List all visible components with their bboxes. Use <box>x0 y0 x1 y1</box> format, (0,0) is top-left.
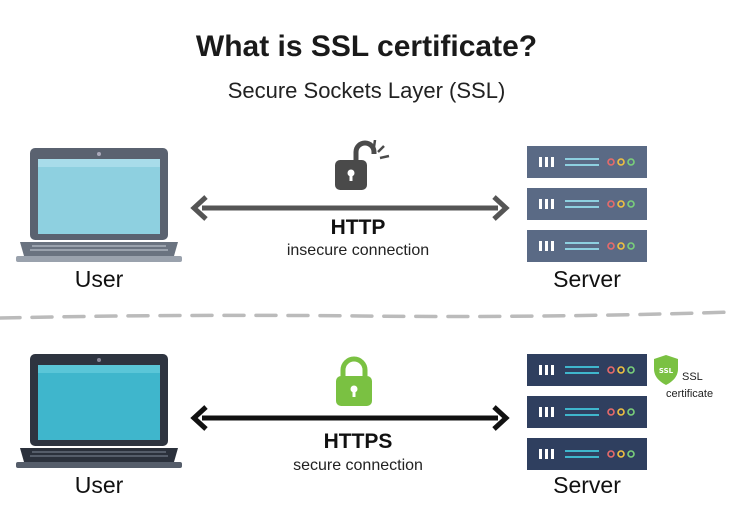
ssl-shield-icon: SSL <box>654 355 678 385</box>
section-divider <box>0 310 733 320</box>
locked-padlock-icon <box>336 356 372 406</box>
https-protocol-label: HTTPS <box>323 430 393 453</box>
insecure-connection-label: insecure connection <box>286 242 430 259</box>
user-label-insecure: User <box>74 266 124 292</box>
ssl-badge-text: SSL <box>659 367 674 375</box>
unlocked-padlock-icon <box>335 140 390 190</box>
http-protocol-label: HTTP <box>330 216 386 239</box>
server-icon-insecure <box>527 146 647 262</box>
laptop-icon-insecure <box>16 148 182 262</box>
https-connection-arrow <box>190 405 510 431</box>
laptop-icon-secure <box>16 354 182 468</box>
secure-connection-label: secure connection <box>293 457 423 474</box>
server-label-secure: Server <box>553 472 621 498</box>
server-label-insecure: Server <box>553 266 621 292</box>
http-connection-arrow <box>190 195 510 221</box>
ssl-cert-label-line1: SSL <box>682 371 703 383</box>
server-icon-secure <box>527 354 647 470</box>
diagram-title: What is SSL certificate? <box>195 30 538 63</box>
diagram-subtitle: Secure Sockets Layer (SSL) <box>227 78 506 103</box>
ssl-cert-label-line2: certificate <box>666 388 714 400</box>
user-label-secure: User <box>74 472 124 498</box>
